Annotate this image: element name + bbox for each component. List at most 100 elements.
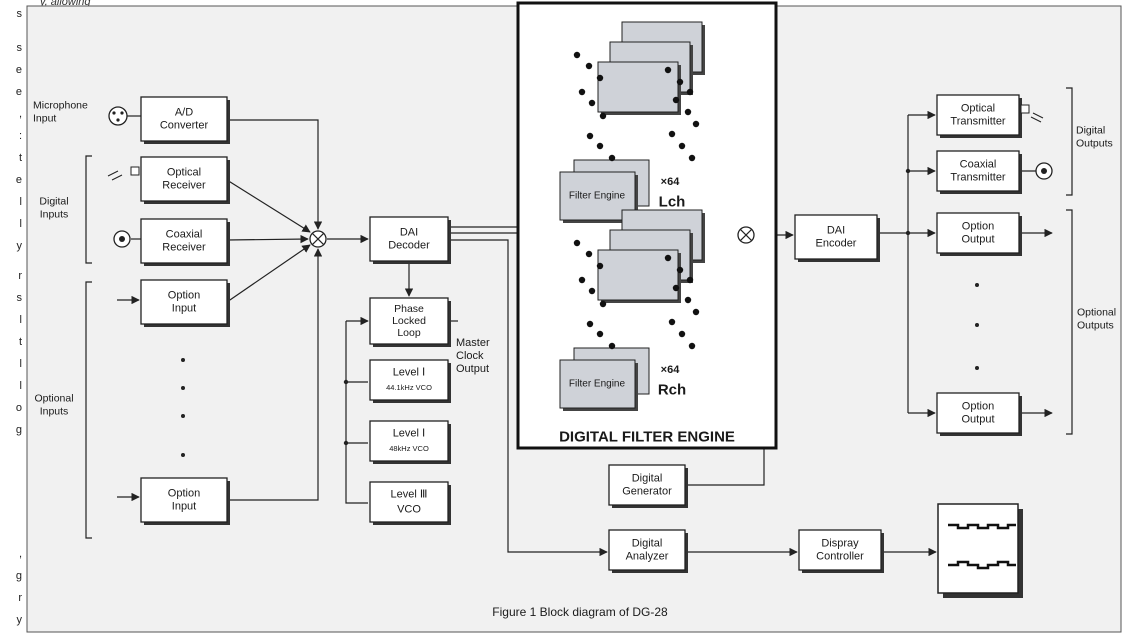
side-char: r — [18, 270, 22, 282]
ad-converter-block-line: A/D — [175, 106, 193, 118]
optical-input-icon — [130, 166, 140, 176]
coaxial-transmitter-block — [936, 150, 1020, 192]
option-input-block-2-line: Option — [168, 487, 200, 499]
option-output-block-1-line: Option — [962, 220, 994, 232]
display-controller-block-line: Controller — [816, 551, 864, 563]
display-controller-block — [798, 529, 882, 571]
connector — [1066, 209, 1073, 435]
engine-dot — [599, 300, 607, 308]
engine-dot — [578, 276, 586, 284]
filter-engine-label: Filter Engine — [569, 191, 626, 202]
optical-transmitter-block-line: Transmitter — [950, 116, 1006, 128]
connector — [226, 179, 311, 233]
ellipsis-dot — [181, 414, 185, 418]
optional-outputs-label-line: Outputs — [1077, 320, 1114, 332]
junction-dot — [343, 379, 349, 385]
ellipsis-dot — [181, 386, 185, 390]
level1-48-vco-block-line: 48kHz VCO — [389, 444, 429, 453]
side-char: l — [19, 380, 22, 392]
engine-dot — [676, 78, 684, 86]
master-clock-output-label-line: Master — [456, 337, 490, 349]
engine-dot — [586, 320, 594, 328]
ellipsis-dot — [975, 283, 979, 287]
engine-dot — [588, 287, 596, 295]
coaxial-transmitter-block-line: Transmitter — [950, 172, 1006, 184]
level1-441-vco-block-line: Level Ⅰ — [393, 367, 426, 379]
side-char: s — [16, 8, 23, 20]
engine-dot — [668, 130, 676, 138]
option-input-block-1 — [140, 279, 228, 325]
coaxial-transmitter-block-line: Coaxial — [960, 158, 997, 170]
side-char: t — [18, 336, 22, 348]
side-char: t — [18, 152, 22, 164]
optical-output-icon — [1020, 104, 1030, 114]
connector — [227, 248, 323, 501]
engine-dot — [692, 120, 700, 128]
filter-engine-card — [559, 359, 636, 409]
digital-analyzer-block-line: Analyzer — [626, 551, 669, 563]
side-char: , — [18, 108, 22, 120]
engine-dot — [573, 239, 581, 247]
optical-receiver-block-line: Optical — [167, 166, 201, 178]
option-input-block-1-line: Option — [168, 289, 200, 301]
engine-dot — [672, 96, 680, 104]
optional-inputs-label-line: Optional — [34, 393, 73, 405]
side-char: , — [18, 548, 22, 560]
waveform-top — [948, 523, 1016, 530]
engine-dot — [676, 266, 684, 274]
figure-caption: Figure 1 Block diagram of DG-28 — [492, 605, 668, 619]
side-char: s — [16, 42, 23, 54]
filter-engine-card — [559, 171, 636, 221]
optical-transmitter-block-line: Optical — [961, 102, 995, 114]
option-output-block-1 — [936, 212, 1020, 254]
engine-dot — [586, 132, 594, 140]
engine-dot — [678, 330, 686, 338]
pll-block-line: Loop — [397, 327, 421, 339]
optical-receiver-block — [140, 156, 228, 202]
engine-dot — [678, 142, 686, 150]
coaxial-output-pin — [1041, 168, 1047, 174]
engine-dot — [578, 88, 586, 96]
engine-dot — [684, 296, 692, 304]
side-char: e — [15, 64, 22, 76]
engine-dot — [686, 88, 694, 96]
side-char: r — [18, 592, 22, 604]
level3-vco-block-line: VCO — [397, 504, 421, 516]
optional-inputs-label-line: Inputs — [40, 406, 69, 418]
engine-dot — [672, 284, 680, 292]
master-clock-output-label-line: Clock — [456, 350, 484, 362]
pll-block-line: Locked — [392, 315, 426, 327]
side-char: l — [19, 218, 22, 230]
engine-dot — [688, 154, 696, 162]
multiplier-label: ×64 — [661, 176, 681, 188]
option-output-block-2-line: Output — [961, 414, 994, 426]
connector — [85, 281, 92, 539]
junction-dot — [905, 230, 911, 236]
option-output-block-2 — [936, 392, 1020, 434]
connector — [1066, 87, 1073, 196]
digital-generator-block-line: Digital — [632, 472, 663, 484]
option-output-block-2-line: Option — [962, 400, 994, 412]
connector — [227, 119, 323, 230]
digital-outputs-label-line: Outputs — [1076, 138, 1113, 150]
level1-441-vco-block-line: 44.1kHz VCO — [386, 383, 432, 392]
engine-dot — [599, 112, 607, 120]
connector — [226, 234, 309, 244]
channel-label: Lch — [659, 194, 686, 211]
option-input-block-2-line: Input — [172, 501, 196, 513]
junction-dot — [905, 168, 911, 174]
coaxial-receiver-block — [140, 218, 228, 264]
junction-dot — [343, 440, 349, 446]
side-char: e — [15, 86, 22, 98]
digital-outputs-label-line: Digital — [1076, 125, 1105, 137]
engine-dot — [585, 250, 593, 258]
filter-engine-label: Filter Engine — [569, 379, 626, 390]
ellipsis-dot — [181, 358, 185, 362]
dai-decoder-block-line: Decoder — [388, 240, 430, 252]
ad-converter-block — [140, 96, 228, 142]
option-input-block-1-line: Input — [172, 303, 196, 315]
coaxial-input-pin — [119, 236, 125, 242]
engine-card — [597, 249, 679, 301]
engine-card — [597, 61, 679, 113]
